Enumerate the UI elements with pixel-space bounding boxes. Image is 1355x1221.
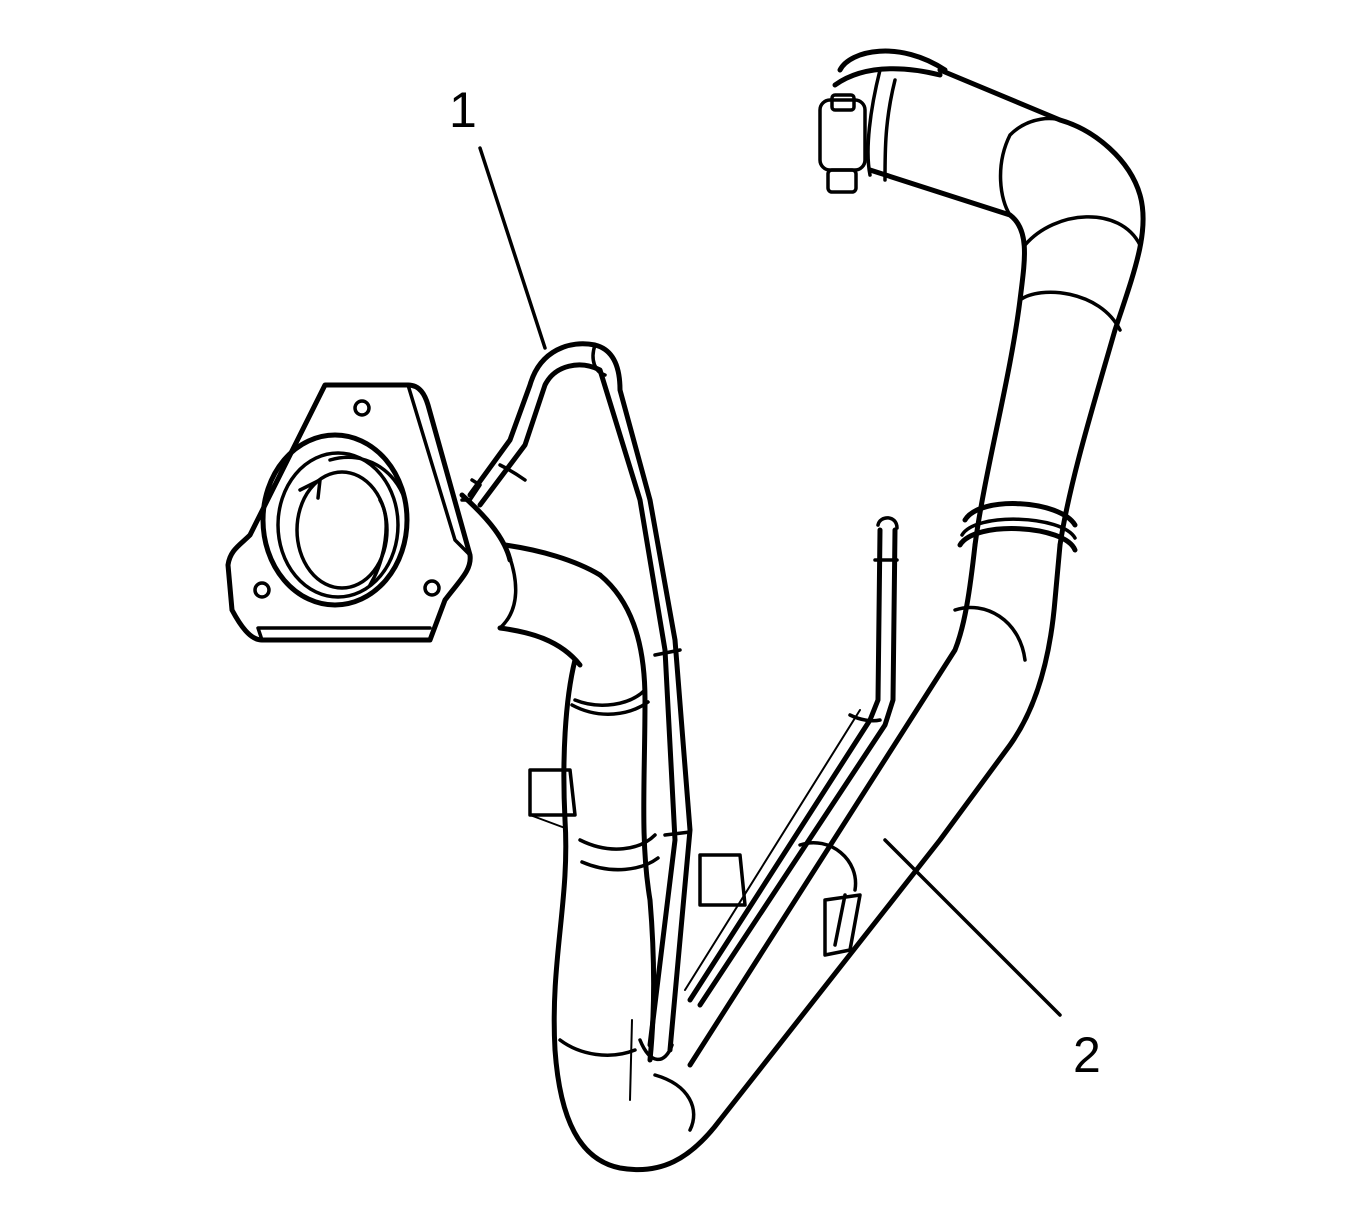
callout-1-label: 1 bbox=[449, 82, 477, 138]
callout-2-leader bbox=[883, 838, 1062, 1017]
callout-2: 2 bbox=[883, 838, 1101, 1083]
bolt-hole-right bbox=[423, 579, 441, 597]
callout-1: 1 bbox=[449, 82, 547, 350]
callout-2-label: 2 bbox=[1073, 1027, 1101, 1083]
bolt-hole-top bbox=[353, 399, 371, 417]
bolt-hole-left bbox=[253, 581, 271, 599]
filler-hose bbox=[818, 48, 1146, 553]
small-tube bbox=[684, 516, 899, 1008]
filler-neck-flange bbox=[225, 382, 518, 643]
vent-tube bbox=[467, 341, 693, 1101]
callout-1-leader bbox=[478, 146, 547, 350]
